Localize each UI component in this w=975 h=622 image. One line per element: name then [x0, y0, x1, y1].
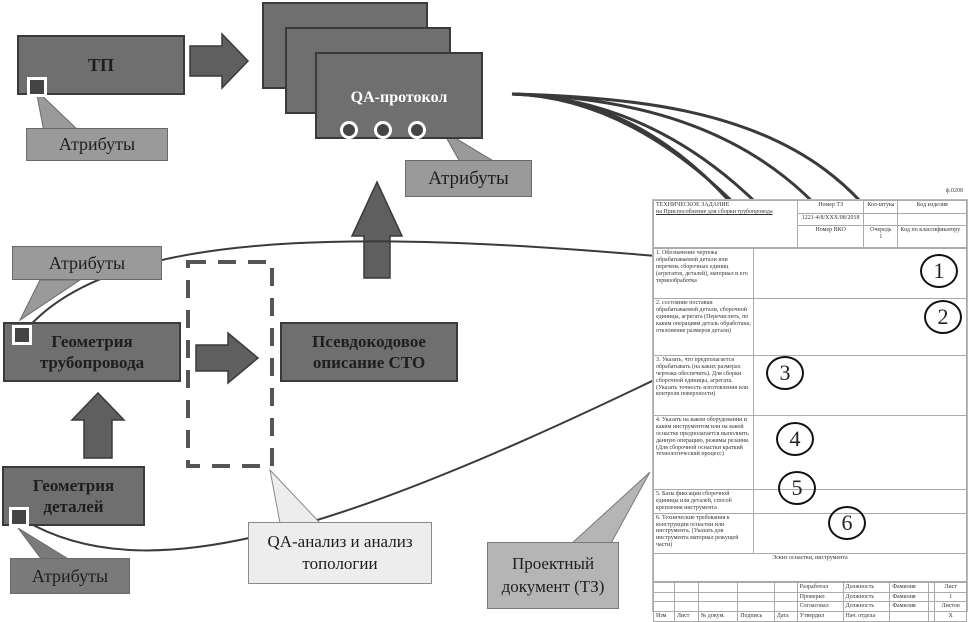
section-marker-6-text: 6 [841, 510, 853, 535]
doc-section-2: 2. состояние поставки обрабатываемой дет… [652, 298, 755, 356]
pointer-qa-analysis [269, 468, 322, 524]
sig-position-1: Должность [842, 581, 891, 593]
doc-form-code: ф.0208 [945, 188, 963, 194]
protocol-attribute-dot-1[interactable] [340, 121, 358, 139]
doc-section-6: 6. Технические требования к конструкции … [652, 512, 755, 554]
doc-quantity-label: Кол-штука [863, 200, 899, 214]
pointer-project-document [568, 471, 651, 546]
doc-section-3: 3. Указать, что предполагается обрабатыв… [652, 355, 755, 416]
curve-pipeline-attr-to-section-1 [25, 240, 767, 331]
doc-product-code-label: Код изделия [897, 200, 967, 214]
callout-project-document-text: Проектный документ (ТЗ) [501, 554, 605, 596]
attribute-marker-pipeline[interactable] [12, 325, 32, 345]
doc-tz-number-label: Номер ТЗ [796, 200, 865, 214]
footer-col-signature: Подпись [737, 611, 775, 622]
doc-sections-table: 1. Обозначение чертежа обрабатываемой де… [652, 248, 967, 582]
footer-col-date: Дата [773, 611, 798, 622]
node-qa-protocol-label: QA-протокол [350, 89, 448, 106]
node-parts-geometry-label: Геометрия деталей [32, 475, 115, 516]
node-pseudocode-label: Псевдокодовое описание СТО [312, 331, 426, 372]
sig-role-1: Разработал [796, 581, 844, 593]
section-marker-1-text: 1 [933, 258, 945, 283]
sig-sheets-label: Листов [934, 601, 967, 613]
doc-classifier-label: Код по классификатору [897, 225, 967, 248]
callout-qa-attributes-text: Атрибуты [428, 167, 509, 189]
doc-sketch-label: Эскиз оснастки, инструмента [653, 552, 967, 582]
sig-position-2: Должность [842, 591, 891, 603]
attribute-marker-tp[interactable] [27, 77, 47, 97]
sig-position-4: Нач. отдела [842, 611, 891, 622]
callout-pipeline-attributes: Атрибуты [12, 246, 162, 280]
sig-sheet-label: Лист [934, 581, 967, 593]
section-marker-2-text: 2 [937, 304, 949, 329]
arrow-tp-to-protocol [189, 32, 250, 90]
sig-position-3: Должность [842, 601, 891, 613]
sig-name-4 [889, 611, 929, 622]
arrow-parts-to-pipeline [70, 391, 126, 459]
section-marker-6: 6 [828, 506, 866, 540]
callout-parts-attributes: Атрибуты [10, 558, 130, 594]
node-tp-label: ТП [87, 54, 114, 75]
callout-tp-attributes: Атрибуты [26, 128, 168, 161]
sig-role-2: Проверил [796, 591, 844, 603]
section-marker-5-text: 5 [791, 475, 803, 500]
sig-name-3: Фамилия [889, 601, 929, 613]
section-marker-4: 4 [776, 422, 814, 456]
sig-role-3: Согласовал [796, 601, 844, 613]
node-tp[interactable]: ТП [17, 35, 185, 95]
attribute-marker-parts[interactable] [9, 507, 29, 527]
section-marker-2: 2 [924, 300, 962, 334]
callout-parts-attributes-text: Атрибуты [31, 565, 109, 586]
callout-tp-attributes-text: Атрибуты [58, 134, 136, 154]
protocol-attribute-dot-2[interactable] [374, 121, 392, 139]
doc-queue-label: Очередь [870, 227, 892, 234]
doc-subtitle: на Приспособление для сборки трубопровод… [656, 208, 773, 215]
section-marker-1: 1 [920, 254, 958, 288]
callout-qa-analysis-text: QA-анализ и анализ топологии [267, 531, 413, 573]
footer-col-change: Изм [653, 611, 675, 622]
sig-sheet-value: 1 [934, 591, 967, 603]
section-marker-3-text: 3 [779, 360, 791, 385]
sig-sheets-value: Х [934, 611, 967, 622]
footer-col-sheet: Лист [673, 611, 699, 622]
arrow-pseudocode-to-protocol [350, 180, 404, 279]
sig-role-4: Утвердил [796, 611, 844, 622]
node-pipeline-geometry-label: Геометрия трубопровода [39, 331, 145, 372]
qa-analysis-frame [186, 260, 274, 468]
doc-section-1: 1. Обозначение чертежа обрабатываемой де… [652, 248, 755, 299]
arrow-pipeline-to-pseudocode [195, 331, 260, 385]
footer-col-doc-number: № докум. [697, 611, 739, 622]
doc-section-5: 5. Базы фиксации сборочной единицы или д… [652, 489, 755, 514]
pointer-parts-attributes [17, 527, 72, 561]
sig-name-2: Фамилия [889, 591, 929, 603]
callout-project-document: Проектный документ (ТЗ) [487, 542, 619, 609]
callout-qa-analysis: QA-анализ и анализ топологии [248, 522, 432, 584]
doc-section-4: 4. Указать на каком оборудовании и каким… [652, 415, 755, 490]
doc-tz-number-value: 1221-4/8/ХХХ/08/2018 [796, 212, 865, 227]
section-marker-4-text: 4 [789, 426, 801, 451]
section-marker-5: 5 [778, 471, 816, 505]
doc-vko-label: Номер ВКО [796, 225, 865, 248]
section-marker-3: 3 [766, 356, 804, 390]
node-pipeline-geometry[interactable]: Геометрия трубопровода [3, 322, 181, 382]
doc-title: ТЕХНИЧЕСКОЕ ЗАДАНИЕ [656, 202, 730, 208]
pointer-pipeline-attributes [18, 279, 82, 322]
callout-qa-attributes: Атрибуты [405, 160, 532, 197]
doc-header-table: ТЕХНИЧЕСКОЕ ЗАДАНИЕ на Приспособление дл… [653, 200, 967, 248]
sig-name-1: Фамилия [889, 581, 929, 593]
callout-pipeline-attributes-text: Атрибуты [48, 252, 126, 273]
protocol-attribute-dot-3[interactable] [408, 121, 426, 139]
technical-specification-document: ф.0208 ТЕХНИЧЕСКОЕ ЗАДАНИЕ на Приспособл… [652, 188, 968, 622]
node-pseudocode[interactable]: Псевдокодовое описание СТО [280, 322, 458, 382]
doc-queue-value: 1 [879, 234, 883, 241]
